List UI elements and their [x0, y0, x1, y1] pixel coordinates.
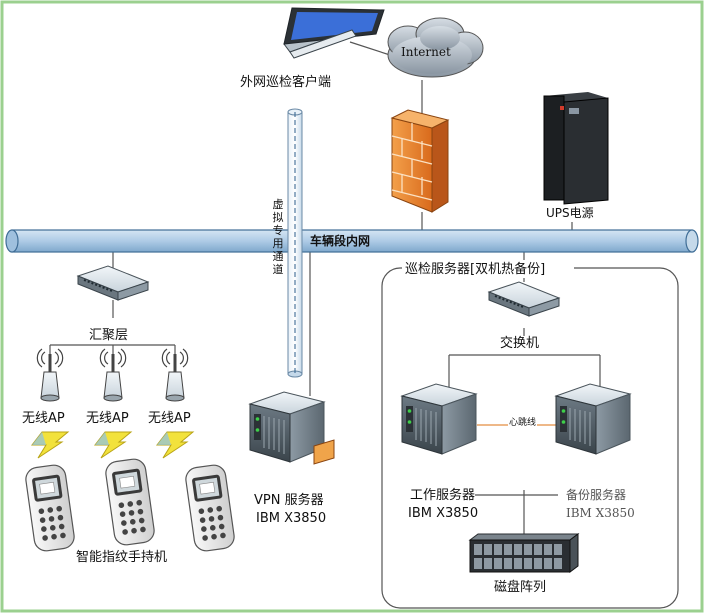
disk-array-icon: [468, 533, 580, 573]
connection-lines: [49, 41, 601, 540]
vpn-server-model-label: IBM X3850: [256, 511, 327, 526]
backup-server-model-label: IBM X3850: [566, 506, 635, 520]
work-server-model-label: IBM X3850: [408, 506, 479, 521]
ap-label-3: 无线AP: [148, 411, 191, 426]
backup-server-name-label: 备份服务器: [566, 488, 627, 502]
backup-server-icon: [555, 383, 631, 455]
cluster-title-bg: [402, 260, 574, 278]
vpn-tunnel-pipe: [287, 108, 303, 378]
client-label: 外网巡检客户端: [240, 75, 332, 90]
work-server-name-label: 工作服务器: [410, 488, 476, 503]
vpn-server-icon: [249, 391, 325, 463]
cluster-title-label: 巡检服务器[双机热备份]: [405, 262, 546, 277]
ups-label: UPS电源: [546, 206, 594, 220]
backbone-label: 车辆段内网: [310, 234, 371, 248]
ap-label-2: 无线AP: [86, 411, 129, 426]
firewall-icon: [390, 109, 450, 213]
backbone-pipe: [5, 229, 699, 253]
ups-icon: [543, 92, 609, 205]
work-server-icon: [401, 383, 477, 455]
laptop-icon: [283, 7, 385, 59]
switch-label: 交换机: [500, 336, 540, 351]
cloud-icon: [387, 17, 484, 78]
heartbeat-label: 心跳线: [508, 418, 538, 429]
vpn-server-name-label: VPN 服务器: [254, 493, 324, 508]
internet-label: Internet: [401, 45, 451, 59]
aggregation-label: 汇聚层: [89, 328, 129, 343]
disk-array-label: 磁盘阵列: [494, 580, 547, 595]
vpn-channel-label: 虚拟专用通道: [272, 198, 284, 276]
ap-label-1: 无线AP: [22, 411, 65, 426]
handhelds-label: 智能指纹手持机: [76, 550, 168, 565]
